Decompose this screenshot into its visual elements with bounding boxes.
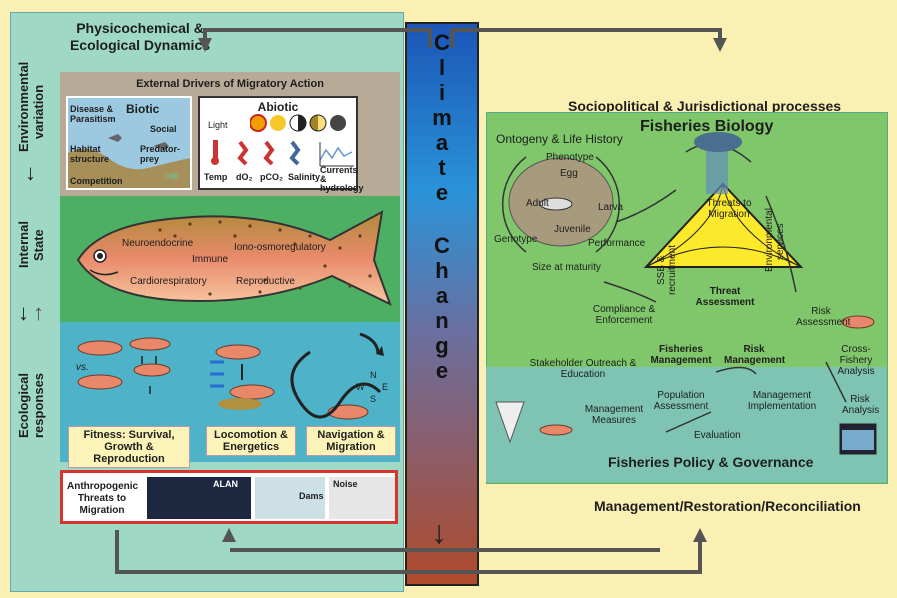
response-navigation: Navigation & Migration xyxy=(306,426,396,456)
biotic-competition: Competition xyxy=(70,176,123,186)
internal-cardio: Cardiorespiratory xyxy=(130,276,207,287)
down-arrow-icon: ↓ xyxy=(18,300,29,325)
compass-w: W xyxy=(356,382,365,392)
climate-change-bar: C l i m a t e C h a n g e ↓ xyxy=(405,22,479,586)
threats-title: Anthropogenic Threats to Migration xyxy=(67,481,139,516)
stage-larva: Larva xyxy=(598,202,624,213)
currents-chart-icon xyxy=(319,142,354,167)
internal-iono: Iono-osmoregulatory xyxy=(234,242,326,253)
abiotic-box: Abiotic Light Temp dO₂ pCO₂ Salinity Cur… xyxy=(198,96,364,193)
up-arrow-icon: ↑ xyxy=(33,300,44,325)
dams-image xyxy=(255,477,325,519)
abiotic-currents: Currents & hydrology xyxy=(320,165,364,193)
node-size-maturity: Size at maturity xyxy=(532,262,601,273)
biotic-landscape xyxy=(68,134,190,188)
node-performance: Performance xyxy=(588,238,646,249)
ontogeny-title: Ontogeny & Life History xyxy=(496,132,623,146)
compass-e: E xyxy=(382,382,389,392)
node-mgmt-measures: Management Measures xyxy=(584,404,644,426)
node-compliance: Compliance & Enforcement xyxy=(592,304,656,326)
climate-down-arrow-icon: ↓ xyxy=(431,514,447,550)
internal-immune: Immune xyxy=(192,254,229,265)
stage-egg: Egg xyxy=(560,168,578,179)
node-risk-analysis: Risk Analysis xyxy=(842,394,880,416)
threats-box: Anthropogenic Threats to Migration ALAN … xyxy=(60,470,398,524)
left-title: Physicochemical & Ecological Dynamics xyxy=(69,20,211,53)
node-risk-assessment: Risk Assessment xyxy=(796,306,851,328)
abiotic-icons xyxy=(211,140,301,166)
node-stakeholder: Stakeholder Outreach & Education xyxy=(529,358,637,380)
threat-noise: Noise xyxy=(333,479,358,489)
abiotic-title: Abiotic xyxy=(257,100,299,114)
triangle-risk-mgmt: Risk Management xyxy=(724,344,786,366)
threat-alan: ALAN xyxy=(213,479,238,489)
abiotic-salinity: Salinity xyxy=(288,172,321,182)
moon-phase-icons xyxy=(250,114,346,132)
management-footer: Management/Restoration/Reconciliation xyxy=(594,498,861,514)
down-arrow-icon: ↓ xyxy=(25,160,36,185)
fisheries-diagram xyxy=(495,132,877,455)
node-env-services: Environmental services xyxy=(764,208,786,272)
trout-illustration xyxy=(76,210,392,306)
response-fitness: Fitness: Survival, Growth & Reproduction xyxy=(68,426,190,468)
biotic-title: Biotic xyxy=(126,102,160,116)
internal-neuroendocrine: Neuroendocrine xyxy=(122,238,194,249)
triangle xyxy=(643,182,804,268)
compass-n: N xyxy=(370,370,377,380)
responses-illustration xyxy=(77,332,384,420)
responses-section: vs. N W E S Fitness: Survival, Growth & … xyxy=(60,322,400,468)
compass-s: S xyxy=(370,394,377,404)
node-genotype: Genotype xyxy=(494,234,538,245)
node-evaluation: Evaluation xyxy=(694,430,741,441)
triangle-threat: Threat Assessment xyxy=(695,286,755,308)
alan-image xyxy=(147,477,251,519)
node-ssb: SSB & recruitment xyxy=(656,245,678,296)
node-phenotype: Phenotype xyxy=(546,152,594,163)
sociopolitical-label: Sociopolitical & Jurisdictional processe… xyxy=(568,98,842,114)
node-mgmt-impl: Management Implementation xyxy=(747,390,817,412)
biotic-disease: Disease & Parasitism xyxy=(70,104,116,124)
fisheries-policy-title: Fisheries Policy & Governance xyxy=(608,454,814,470)
abiotic-do2: dO₂ xyxy=(236,172,253,182)
fisheries-policy-panel xyxy=(486,367,886,482)
abiotic-pco2: pCO₂ xyxy=(260,172,283,182)
stage-juvenile: Juvenile xyxy=(554,224,591,235)
abiotic-light: Light xyxy=(208,120,228,130)
node-cross-fishery: Cross-Fishery Analysis xyxy=(837,344,875,377)
triangle-fisheries-mgmt: Fisheries Management xyxy=(650,344,712,366)
response-locomotion: Locomotion & Energetics xyxy=(206,426,296,456)
stage-adult: Adult xyxy=(526,198,549,209)
node-population: Population Assessment xyxy=(653,390,709,412)
vs-label: vs. xyxy=(76,362,89,373)
abiotic-temp: Temp xyxy=(204,172,228,182)
climate-letters: C l i m a t e C h a n g e xyxy=(432,30,452,383)
threat-dams: Dams xyxy=(299,491,324,501)
biotic-habitat: Habitat structure xyxy=(70,144,110,164)
internal-state-section: Neuroendocrine Immune Iono-osmoregulator… xyxy=(60,196,400,322)
biotic-box: Biotic Disease & Parasitism Social Habit… xyxy=(66,96,192,190)
fisheries-biology-title: Fisheries Biology xyxy=(640,118,774,135)
drivers-title: External Drivers of Migratory Action xyxy=(136,78,324,90)
noise-image xyxy=(329,477,395,519)
node-threats-migration: Threats to Migration xyxy=(706,198,752,220)
biotic-predator: Predator-prey xyxy=(140,144,181,164)
biotic-social: Social xyxy=(150,124,177,134)
internal-reproductive: Reproductive xyxy=(236,276,295,287)
